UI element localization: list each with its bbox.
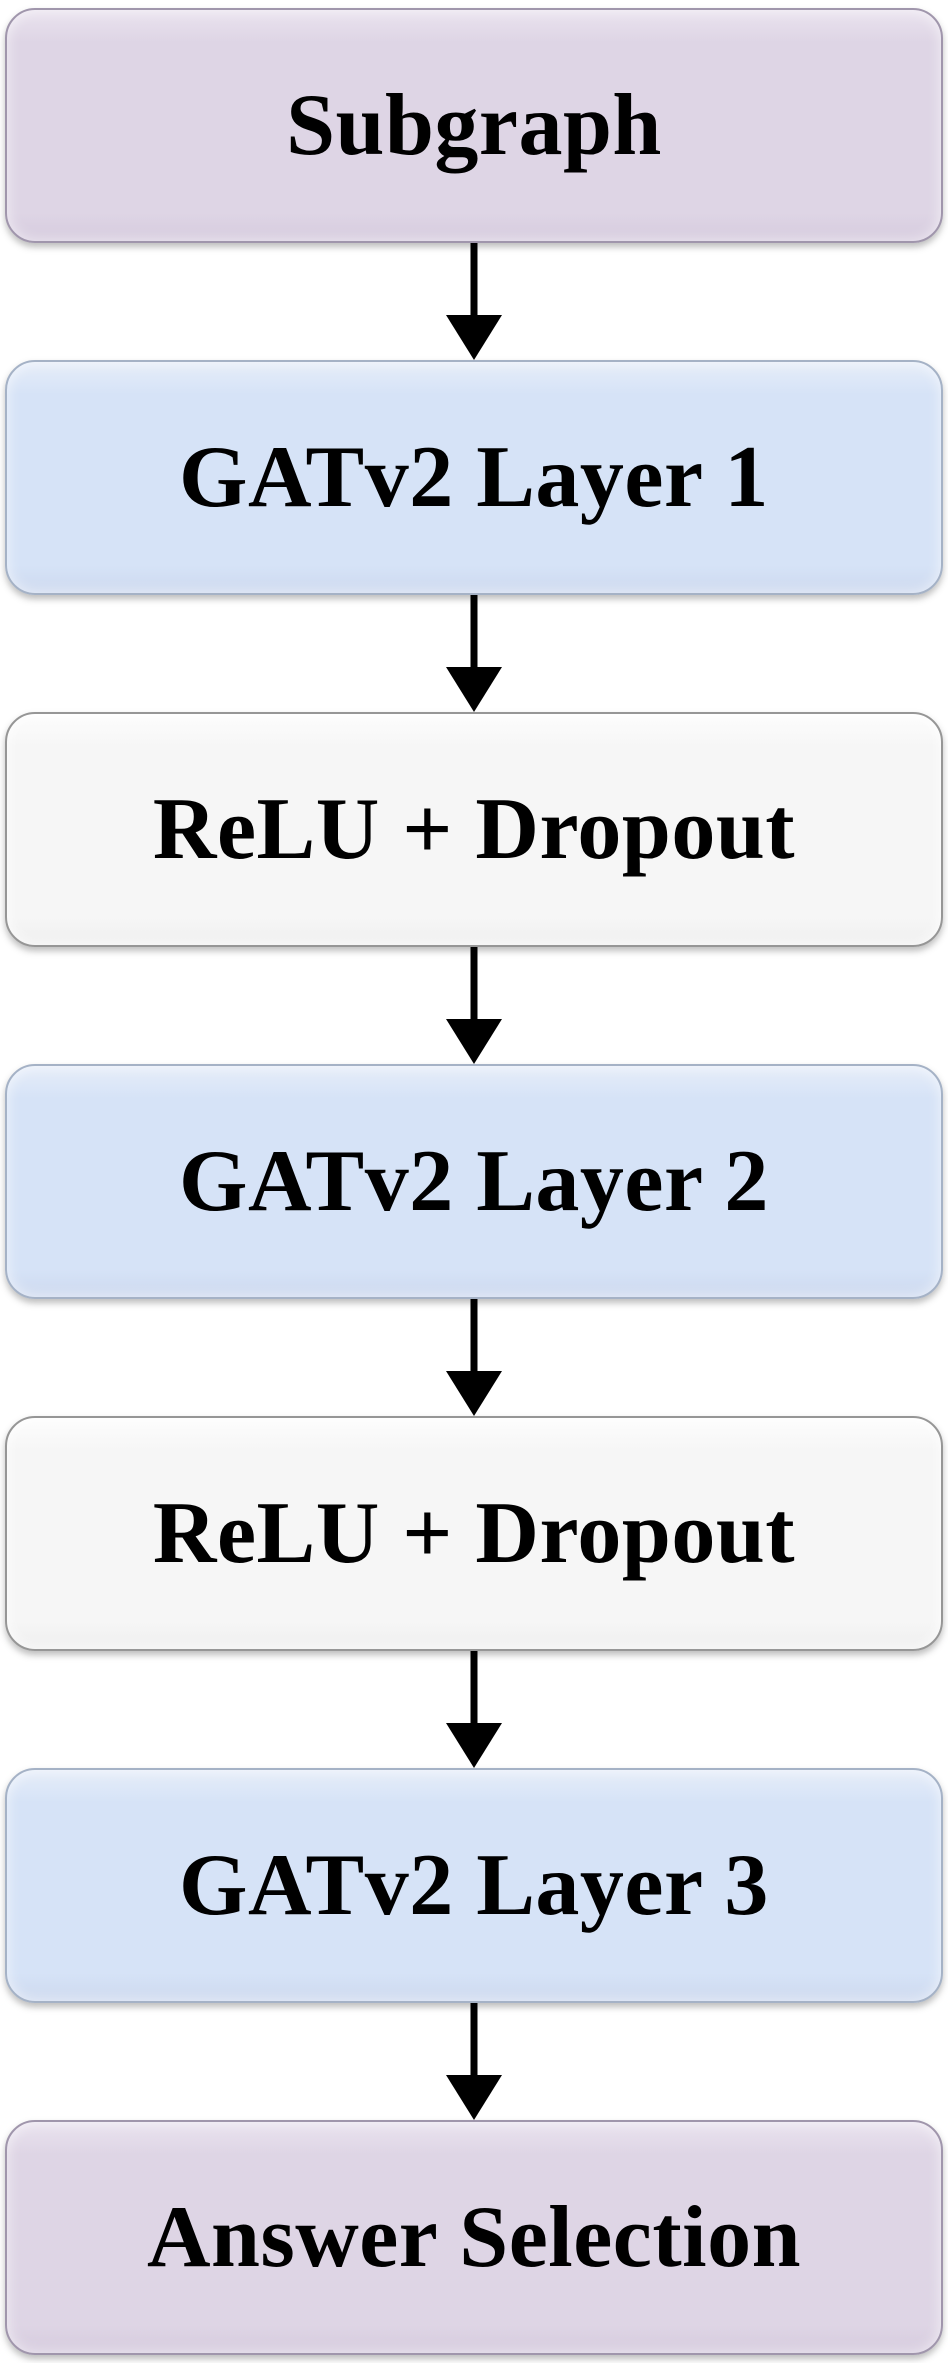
node-gatv2-layer-2: GATv2 Layer 2 [5,1064,943,1299]
flow-connector [445,2003,503,2120]
node-label: Answer Selection [146,2188,802,2286]
down-arrow-icon [446,2003,502,2120]
node-label: ReLU + Dropout [152,1484,796,1582]
down-arrow-icon [446,1299,502,1416]
flow-connector [445,1651,503,1768]
node-gatv2-layer-1: GATv2 Layer 1 [5,360,943,595]
flow-connector [445,243,503,360]
flow-connector [445,1299,503,1416]
flow-connector [445,947,503,1064]
down-arrow-icon [446,1651,502,1768]
down-arrow-icon [446,595,502,712]
down-arrow-icon [446,243,502,360]
node-label: GATv2 Layer 1 [179,428,769,526]
node-label: ReLU + Dropout [152,780,796,878]
node-subgraph: Subgraph [5,8,943,243]
node-gatv2-layer-3: GATv2 Layer 3 [5,1768,943,2003]
node-relu-dropout-2: ReLU + Dropout [5,1416,943,1651]
node-label: GATv2 Layer 3 [179,1836,769,1934]
flow-connector [445,595,503,712]
node-label: Subgraph [286,76,662,174]
node-label: GATv2 Layer 2 [179,1132,769,1230]
down-arrow-icon [446,947,502,1064]
node-relu-dropout-1: ReLU + Dropout [5,712,943,947]
node-answer-selection: Answer Selection [5,2120,943,2355]
